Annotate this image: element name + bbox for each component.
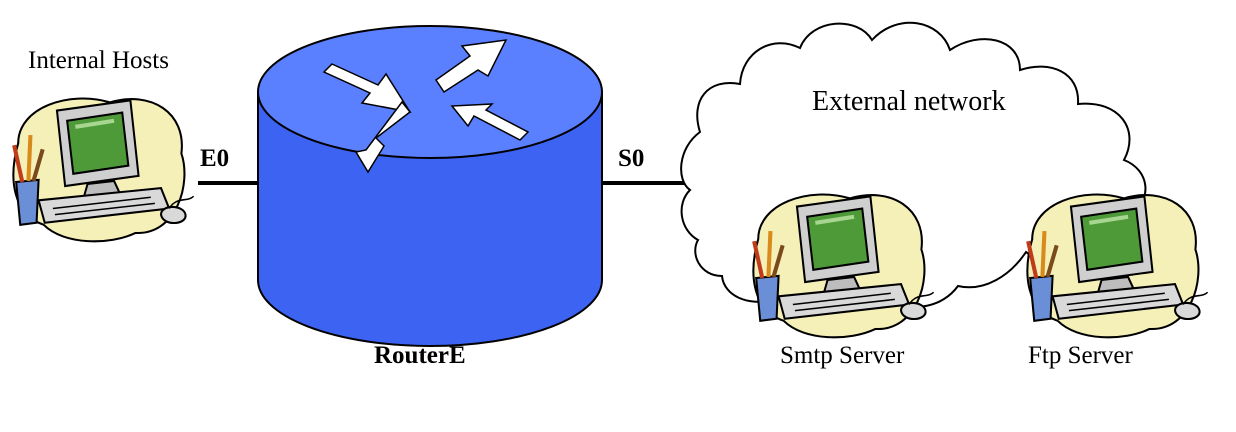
smtp-server-label: Smtp Server (780, 342, 905, 369)
s0-interface-label: S0 (618, 145, 645, 172)
router-icon (257, 25, 603, 347)
internal-host-computer-icon (13, 98, 193, 241)
e0-interface-label: E0 (200, 145, 230, 172)
router-label: RouterE (374, 342, 466, 369)
smtp-server-computer-icon (753, 194, 933, 337)
internal-hosts-label: Internal Hosts (28, 47, 169, 74)
ftp-server-label: Ftp Server (1028, 342, 1133, 369)
ftp-server-computer-icon (1027, 194, 1207, 337)
external-network-label: External network (812, 86, 1006, 117)
